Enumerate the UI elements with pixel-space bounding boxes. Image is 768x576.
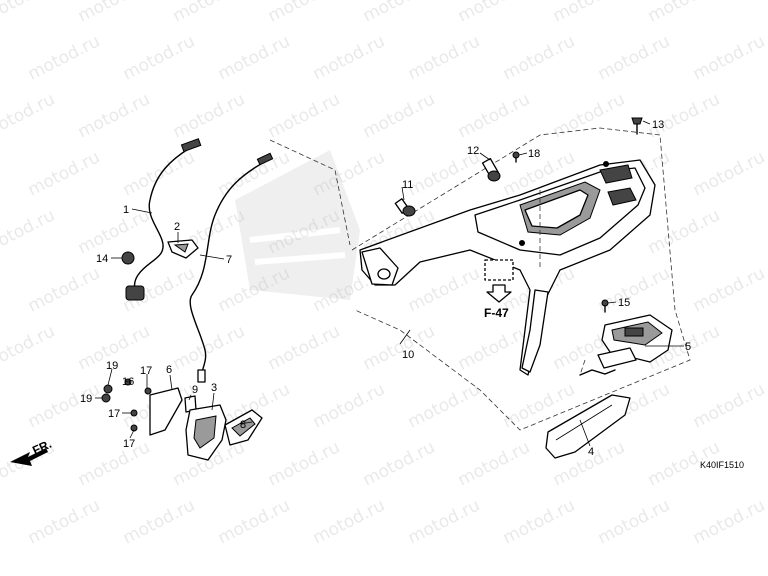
latch-base-5 xyxy=(597,314,673,369)
callout-5: 5 xyxy=(685,341,691,353)
ref-f47 xyxy=(484,259,514,303)
callout-14: 14 xyxy=(96,253,108,265)
clamp-2 xyxy=(167,239,199,259)
harness-1 xyxy=(125,138,202,301)
callout-4: 4 xyxy=(588,446,594,458)
callout-2: 2 xyxy=(174,221,180,233)
callout-6: 6 xyxy=(166,364,172,376)
callout-17c: 17 xyxy=(123,438,135,450)
cable-7 xyxy=(189,152,274,383)
front-arrow xyxy=(10,448,48,466)
callout-9: 9 xyxy=(192,384,198,396)
callout-7: 7 xyxy=(226,254,232,266)
actuator-3 xyxy=(185,404,227,461)
callouts: 1 2 3 4 5 6 7 8 9 10 11 12 13 14 15 16 1… xyxy=(80,119,691,458)
callout-10: 10 xyxy=(402,349,414,361)
leader-lines xyxy=(95,120,684,447)
screw-13 xyxy=(631,117,643,135)
callout-13: 13 xyxy=(652,119,664,131)
callout-17b: 17 xyxy=(108,408,120,420)
assembly-boundary-rack xyxy=(351,127,691,431)
screws-lock-group xyxy=(101,378,152,432)
callout-18: 18 xyxy=(528,148,540,160)
callout-8: 8 xyxy=(240,419,246,431)
rear-carrier xyxy=(359,159,656,376)
callout-11: 11 xyxy=(402,179,413,191)
screw-15 xyxy=(601,299,609,313)
callout-17a: 17 xyxy=(140,365,152,377)
front-label: FR. xyxy=(30,437,53,458)
diagram-code: K40IF1510 xyxy=(700,460,744,470)
callout-19b: 19 xyxy=(80,393,92,405)
callout-15: 15 xyxy=(618,297,630,309)
ref-f47-label: F-47 xyxy=(484,306,509,320)
callout-3: 3 xyxy=(211,382,217,394)
callout-1: 1 xyxy=(123,204,129,216)
brand-emblem xyxy=(235,150,360,300)
screw-18 xyxy=(512,151,520,163)
bracket-6 xyxy=(149,387,183,436)
bolt-11 xyxy=(394,198,416,217)
clip-14 xyxy=(121,251,135,265)
cover-4 xyxy=(545,369,631,459)
bolt-12 xyxy=(481,157,501,182)
callout-19a: 19 xyxy=(106,360,118,372)
callout-12: 12 xyxy=(467,145,479,157)
callout-16: 16 xyxy=(122,376,134,388)
assembly-boundary-cable xyxy=(269,139,351,246)
